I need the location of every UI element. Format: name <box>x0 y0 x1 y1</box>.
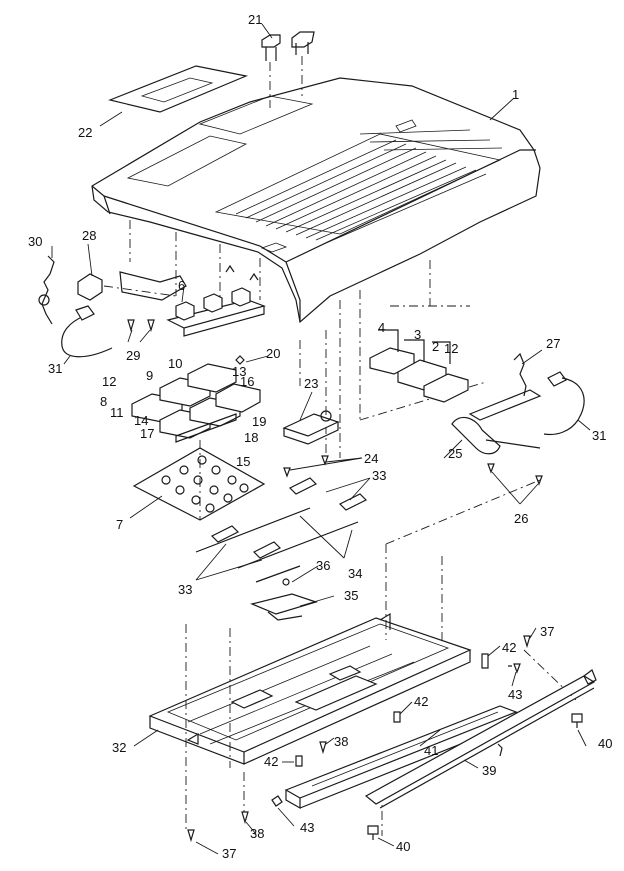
callout-c7: 7 <box>116 517 123 532</box>
part-22-label-plate <box>108 65 249 113</box>
callout-c39: 39 <box>482 763 496 778</box>
callout-c11: 11 <box>110 405 124 420</box>
callout-c4: 4 <box>378 320 385 335</box>
callout-c38a: 38 <box>334 734 348 749</box>
parts-2-3-4-switches <box>369 329 469 403</box>
part-26-screws <box>487 463 543 486</box>
callout-c20: 20 <box>266 346 280 361</box>
callout-c26: 26 <box>514 511 528 526</box>
callout-c37a: 37 <box>540 624 554 639</box>
callout-c36: 36 <box>316 558 330 573</box>
callout-c17: 17 <box>140 426 154 441</box>
callout-c35: 35 <box>344 588 358 603</box>
callout-c27: 27 <box>546 336 560 351</box>
callout-c21: 21 <box>248 12 262 27</box>
part-29-screws <box>127 319 155 333</box>
callout-c12b: 12 <box>444 341 458 356</box>
callout-c31b: 31 <box>592 428 606 443</box>
part-31-right-cable <box>543 371 585 436</box>
part-35-plate <box>250 593 318 621</box>
callout-c10: 10 <box>168 356 182 371</box>
part-37-screw-top <box>523 635 531 649</box>
part-36-screw <box>282 578 290 586</box>
part-42-springs <box>295 653 489 767</box>
callout-c41: 41 <box>424 743 438 758</box>
part-6-switch-assembly <box>166 264 266 337</box>
part-40-foot-right <box>571 713 583 728</box>
part-38-screw-lower <box>241 811 249 825</box>
callout-c24: 24 <box>364 451 378 466</box>
part-30-spring <box>38 255 55 325</box>
callout-c13: 13 <box>232 364 246 379</box>
callout-c30: 30 <box>28 234 42 249</box>
callout-c42c: 42 <box>264 754 278 769</box>
part-1-top-cover <box>91 77 541 324</box>
part-28-hinge-block <box>77 271 187 301</box>
callout-c38b: 38 <box>250 826 264 841</box>
callout-c25: 25 <box>448 446 462 461</box>
callout-c16: 16 <box>240 374 254 389</box>
callout-c19: 19 <box>252 414 266 429</box>
part-23-bracket <box>282 410 340 445</box>
leader-lines <box>51 23 591 855</box>
callout-c29: 29 <box>126 348 140 363</box>
part-27-spring <box>513 352 527 397</box>
callout-c34: 34 <box>348 566 362 581</box>
callout-c42b: 42 <box>414 694 428 709</box>
callout-c28: 28 <box>82 228 96 243</box>
callout-c33b: 33 <box>178 582 192 597</box>
part-31-left-cable <box>61 305 113 358</box>
part-43-clips <box>271 663 521 807</box>
part-38-screw-upper <box>319 741 327 755</box>
callout-c6: 6 <box>178 278 185 293</box>
callout-c12a: 12 <box>102 374 116 389</box>
callout-c37b: 37 <box>222 846 236 861</box>
part-32-base-frame <box>148 612 472 765</box>
key-assembly-8-19 <box>131 355 261 443</box>
part-41-rail <box>284 705 518 810</box>
part-37-screw-bottom <box>187 829 195 843</box>
part-40-foot-bottom <box>367 825 379 840</box>
callout-c22: 22 <box>78 125 92 140</box>
callout-c42a: 42 <box>502 640 516 655</box>
callout-c32: 32 <box>112 740 126 755</box>
callout-c43b: 43 <box>300 820 314 835</box>
callout-c31a: 31 <box>48 361 62 376</box>
callout-c33a: 33 <box>372 468 386 483</box>
callout-c9: 9 <box>146 368 153 383</box>
callout-c1: 1 <box>512 87 519 102</box>
callout-c15: 15 <box>236 454 250 469</box>
callout-c2: 2 <box>432 339 439 354</box>
part-24-screws <box>283 455 329 478</box>
part-21-clips <box>261 31 315 108</box>
callout-c3: 3 <box>414 327 421 342</box>
callout-c18: 18 <box>244 430 258 445</box>
callout-c40a: 40 <box>598 736 612 751</box>
part-39-bar <box>364 669 597 809</box>
part-25-hinge <box>451 389 542 455</box>
callout-c43a: 43 <box>508 687 522 702</box>
callout-c23: 23 <box>304 376 318 391</box>
part-33-rollers <box>210 477 368 559</box>
part-7-contact-board <box>132 440 266 521</box>
callout-c14: 14 <box>134 413 148 428</box>
callout-c8: 8 <box>100 394 107 409</box>
part-34-rods <box>195 507 359 583</box>
callout-c40b: 40 <box>396 839 410 854</box>
